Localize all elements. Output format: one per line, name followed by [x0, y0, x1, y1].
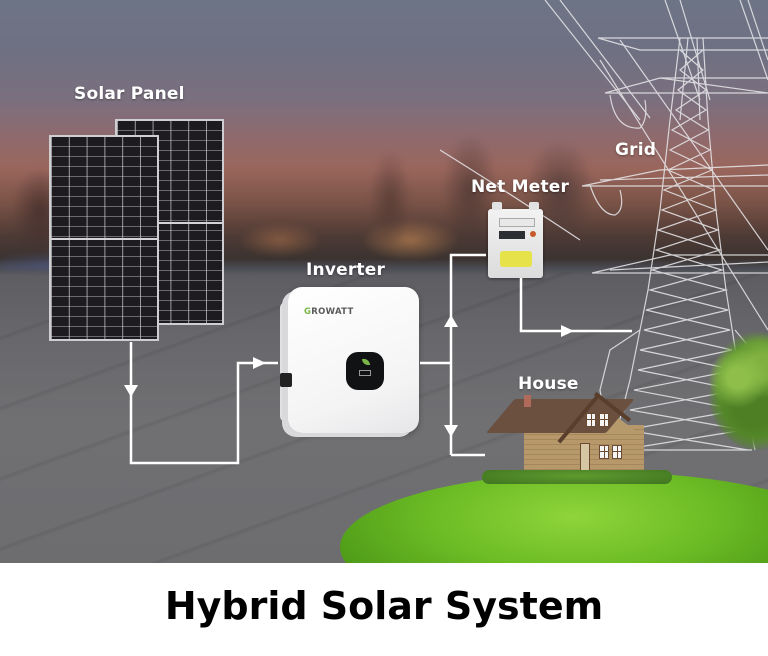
diagram-scene: Solar Panel Inverter GROWATT Net Meter G…	[0, 0, 768, 563]
diagram-title: Hybrid Solar System	[164, 583, 604, 628]
house-label: House	[518, 374, 579, 394]
chimney	[524, 395, 531, 407]
caption-bar: Hybrid Solar System	[0, 563, 768, 656]
inverter-display-icon	[346, 352, 384, 390]
solar-panel-label: Solar Panel	[74, 84, 185, 104]
inverter-icon: GROWATT	[288, 287, 419, 433]
window	[599, 445, 609, 459]
meter-led	[530, 231, 536, 237]
flow-connectors	[0, 0, 768, 563]
grid-label: Grid	[615, 140, 657, 160]
arrow-down-icon	[124, 385, 138, 397]
net-meter-icon	[488, 202, 543, 278]
solar-panel-front-icon	[49, 135, 159, 341]
arrow-up-icon	[444, 315, 458, 327]
screen-icon	[359, 370, 371, 376]
arrow-right-icon	[253, 357, 266, 369]
hedge	[482, 470, 672, 484]
window	[599, 413, 609, 427]
meter-lcd	[499, 231, 525, 239]
meter-counter	[499, 218, 535, 227]
net-meter-label: Net Meter	[471, 177, 570, 197]
inverter-brand-logo: GROWATT	[304, 307, 354, 317]
arrow-down-icon	[444, 425, 458, 437]
arrow-right-icon	[561, 325, 574, 337]
house-icon	[486, 391, 656, 480]
window	[586, 413, 596, 427]
inverter-label: Inverter	[306, 260, 386, 280]
window	[612, 445, 622, 459]
inverter-switch-icon	[280, 373, 292, 387]
meter-label-plate	[500, 251, 532, 267]
